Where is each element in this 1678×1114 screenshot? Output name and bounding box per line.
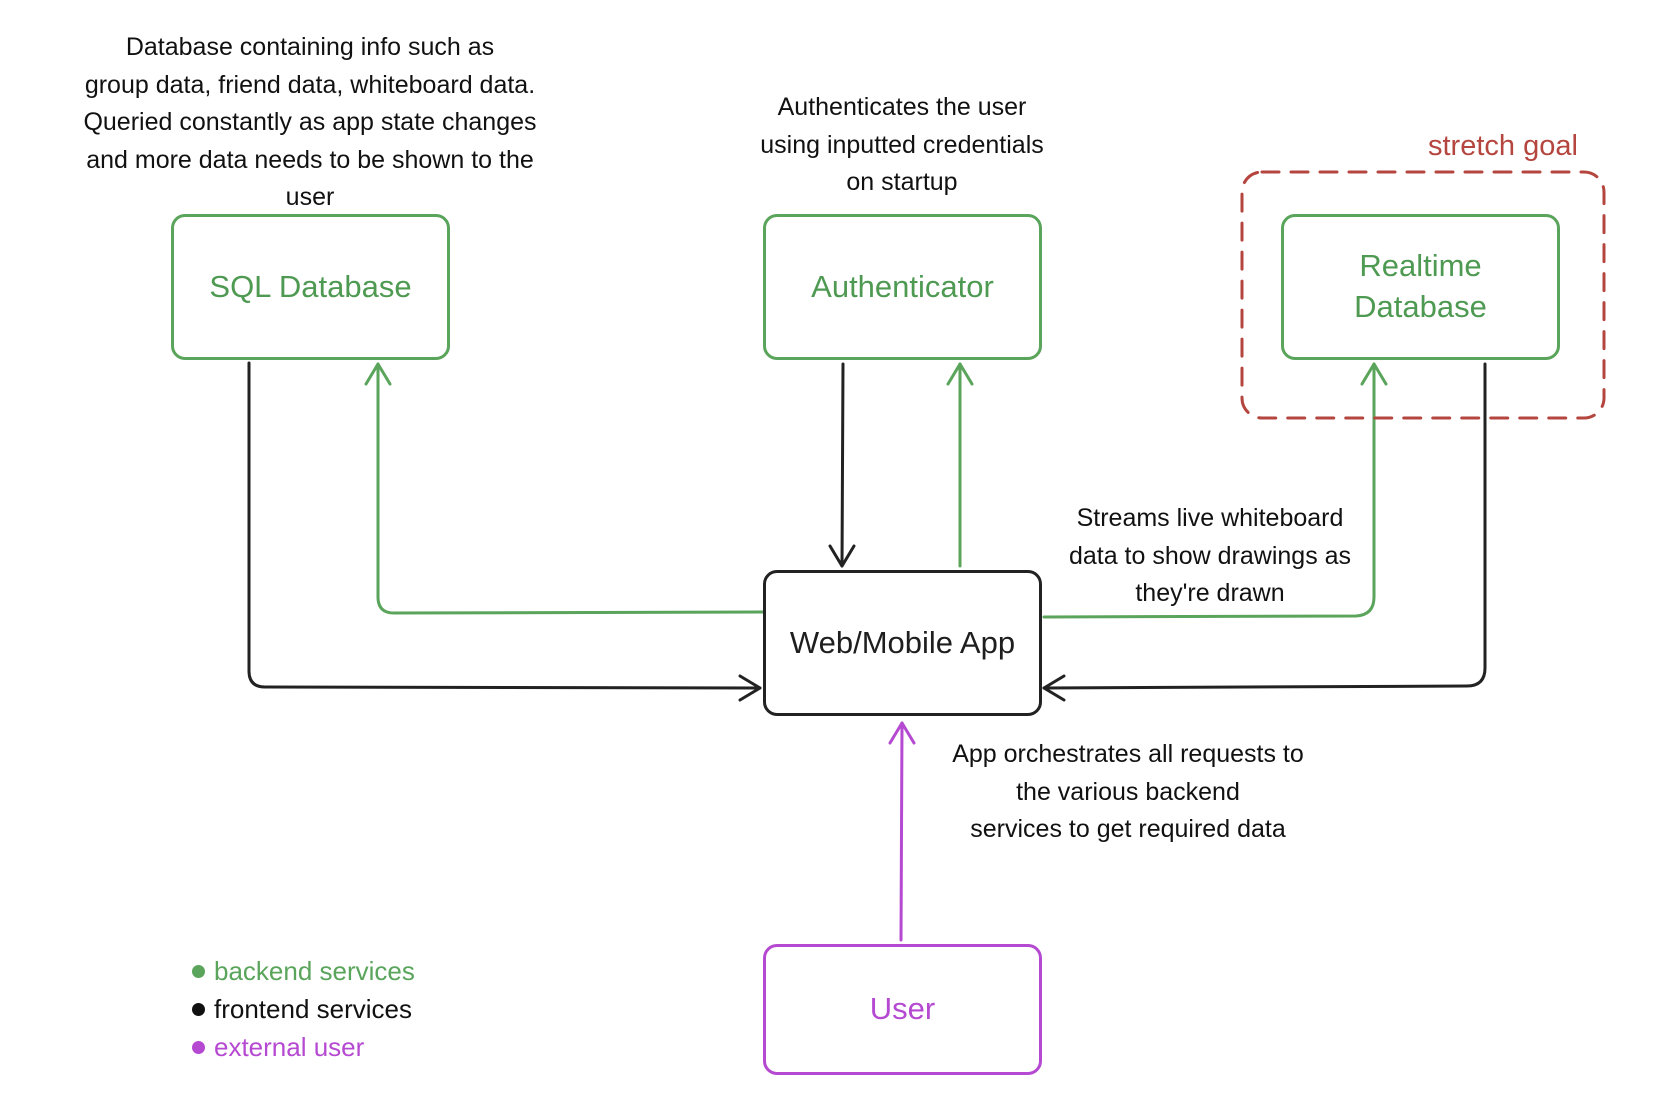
arrowhead-app-left (738, 674, 762, 702)
sql-database-annotation: Database containing info such as group d… (83, 33, 537, 211)
realtime-stream-annotation: Streams live whiteboard data to show dra… (1068, 504, 1352, 607)
legend-dot-backend (192, 964, 205, 978)
arrowhead-app-top (828, 544, 856, 568)
legend-item-frontend: frontend services (192, 990, 415, 1028)
stretch-goal-region (1240, 170, 1606, 420)
edge-sql-database-to-app (247, 361, 762, 690)
user-label: User (869, 991, 936, 1027)
web-mobile-app-label: Web/Mobile App (789, 624, 1016, 660)
arrowhead-app-bottom (888, 721, 916, 745)
legend-item-backend: backend services (192, 952, 415, 990)
authenticator-node: Authenticator (763, 214, 1042, 360)
arrowhead-realtime-database (1360, 362, 1388, 386)
realtime-database-label: Realtime Database (1354, 248, 1487, 324)
arrowhead-sql-database (364, 362, 392, 386)
edge-app-to-sql-database (376, 362, 765, 615)
arrowhead-authenticator (946, 362, 974, 386)
legend-dot-external (192, 1040, 205, 1054)
authenticator-annotation: Authenticates the user using inputted cr… (760, 93, 1044, 196)
arrowhead-app-right (1042, 674, 1066, 702)
web-mobile-app-node: Web/Mobile App (763, 570, 1042, 716)
edge-authenticator-to-app (840, 362, 845, 568)
authenticator-label: Authenticator (811, 268, 994, 304)
stretch-goal-label: stretch goal (1428, 130, 1578, 162)
sql-database-label: SQL Database (209, 268, 412, 304)
legend-item-external: external user (192, 1028, 415, 1066)
legend-dot-frontend (192, 1002, 205, 1016)
edge-app-to-realtime-database (1042, 362, 1376, 619)
legend: backend services frontend services exter… (192, 952, 415, 1066)
sql-database-node: SQL Database (171, 214, 450, 360)
app-annotation: App orchestrates all requests to the var… (952, 740, 1304, 843)
edge-realtime-database-to-app (1042, 362, 1487, 690)
edge-user-to-app (899, 721, 904, 942)
user-node: User (763, 944, 1042, 1075)
realtime-database-node: Realtime Database (1281, 214, 1560, 360)
